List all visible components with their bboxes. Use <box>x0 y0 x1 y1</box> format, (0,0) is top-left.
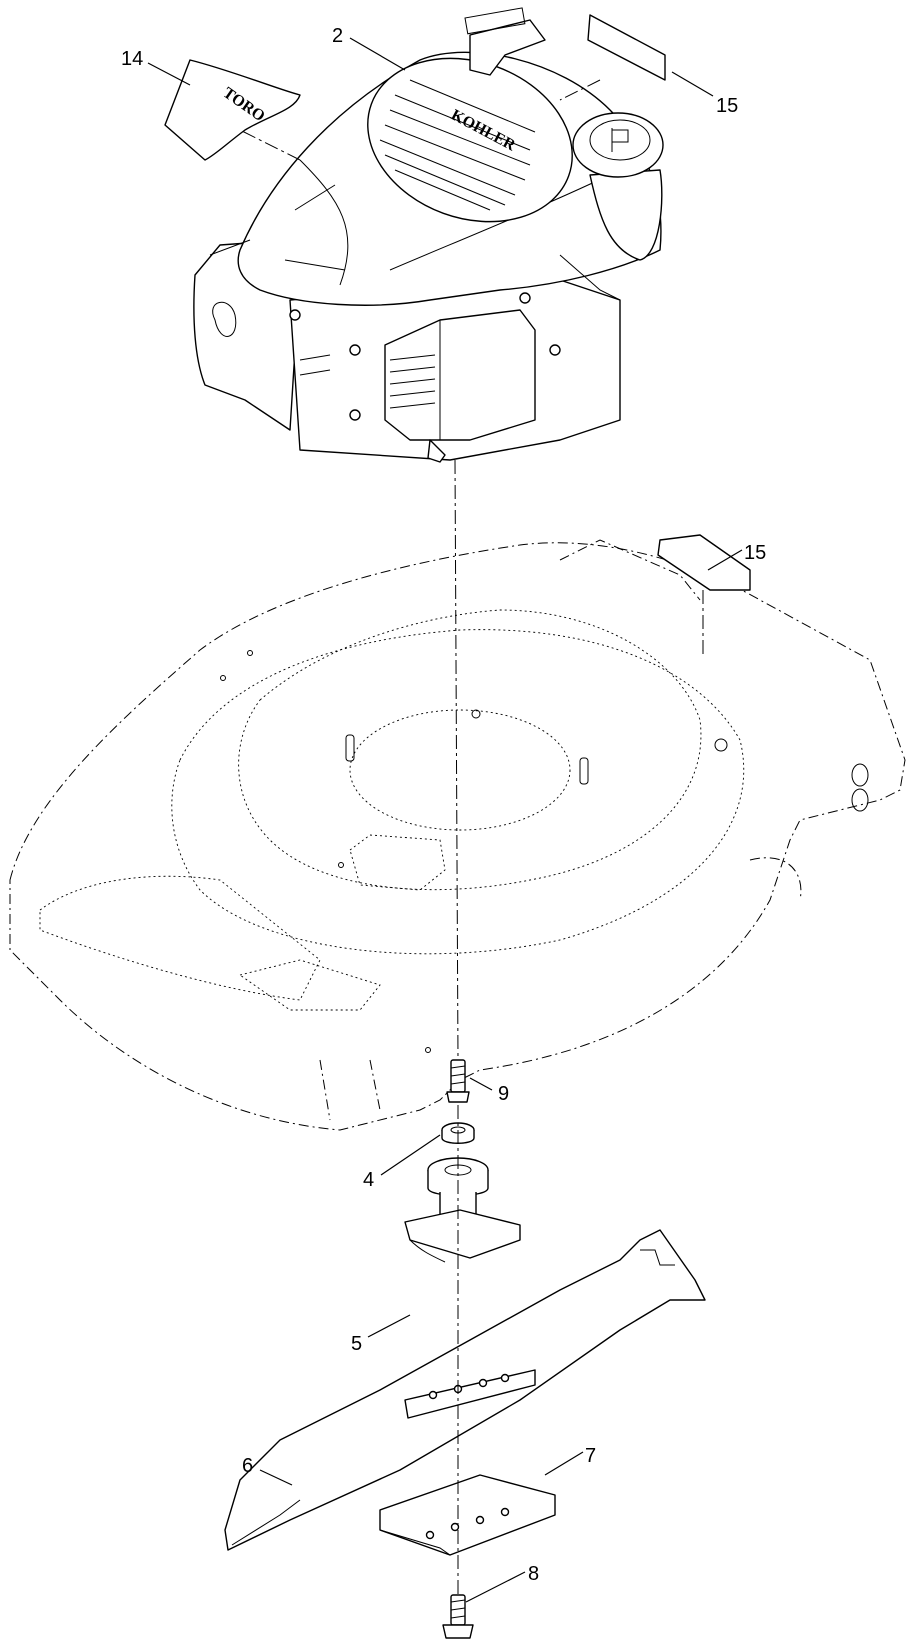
adapter-bolt-part <box>446 1059 470 1103</box>
callout-blade-adapter: 5 <box>351 1333 362 1355</box>
callout-blade-stiffener: 7 <box>585 1445 596 1467</box>
leader-lines <box>147 37 743 1603</box>
callout-engine-shield-decal: 14 <box>121 48 143 70</box>
decal-15-deck <box>657 534 751 591</box>
blade-stiffener-part <box>379 1474 556 1556</box>
callout-engine: 2 <box>332 25 343 47</box>
callout-blade-bolt: 8 <box>528 1563 539 1585</box>
decal-15-top <box>587 14 666 81</box>
callout-adapter-bolt: 9 <box>498 1083 509 1105</box>
air-filter-vents <box>389 354 436 409</box>
callout-decal-deck: 15 <box>744 542 766 564</box>
engine-shield-decal: TORO <box>164 59 301 161</box>
engine-assembly: KOHLER <box>193 7 664 463</box>
blade-bolt-part <box>442 1594 474 1639</box>
recoil-cover-vents <box>379 79 536 211</box>
blade-part <box>224 1229 706 1551</box>
callout-washer: 4 <box>363 1169 374 1191</box>
assembly-centerlines <box>239 79 704 1595</box>
blade-adapter-part <box>404 1157 521 1263</box>
callout-labels: 2 14 15 15 9 4 5 6 7 8 <box>121 25 766 1585</box>
callout-blade: 6 <box>242 1455 253 1477</box>
callout-decal-top: 15 <box>716 95 738 117</box>
